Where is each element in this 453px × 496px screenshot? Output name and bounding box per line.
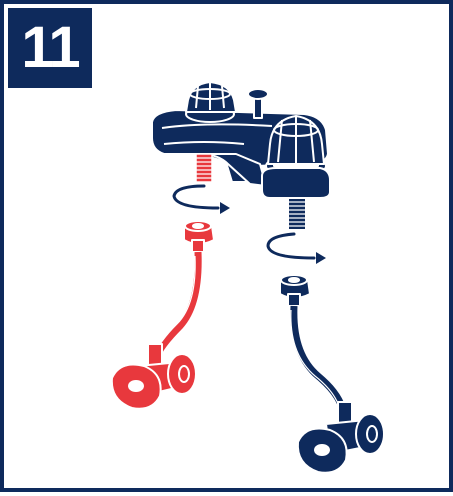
cold-supply-line-icon: [280, 275, 384, 473]
hot-supply-line-icon: [112, 221, 214, 409]
rotate-arrow-icon: [174, 186, 230, 214]
faucet-icon: [152, 82, 330, 230]
left-handle-icon: [186, 82, 236, 122]
rotate-arrow-icon-2: [268, 234, 326, 264]
cold-shank-icon: [288, 198, 306, 230]
hot-shank-icon: [196, 154, 212, 182]
illustration: [4, 4, 453, 496]
